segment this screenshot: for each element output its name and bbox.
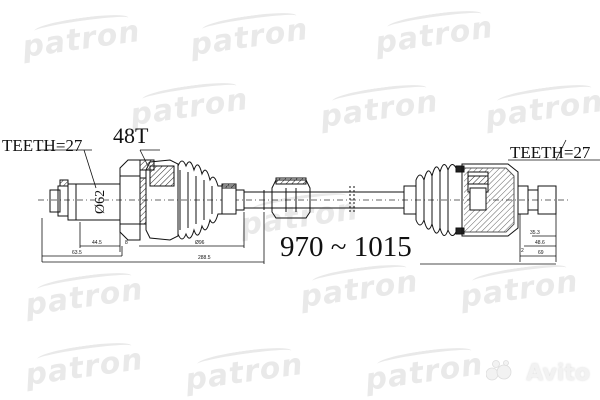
left-dimensions: [38, 149, 265, 264]
avito-logo-icon: [486, 360, 512, 381]
dim-right-tick: 2: [521, 248, 524, 254]
dim-left-total: 288.5: [198, 255, 211, 261]
right-dimensions: [420, 139, 600, 265]
right-teeth-label: TEETH=27: [510, 143, 591, 162]
left-cv-joint: [49, 159, 245, 241]
dim-left-boot: Ø96: [195, 240, 205, 246]
main-shaft: [244, 177, 404, 219]
dim-left-inner-tick: 8: [125, 240, 128, 246]
length-range-label: 970 ~ 1015: [280, 231, 412, 263]
right-tripod-joint: [403, 163, 557, 237]
avito-watermark: Avito: [526, 361, 590, 386]
left-teeth-label: TEETH=27: [2, 136, 83, 155]
dim-right-inner: 35.3: [530, 230, 540, 236]
dim-right-mid: 48.6: [535, 240, 545, 246]
left-diameter-label: Ø62: [93, 190, 108, 214]
dim-right-total: 69: [538, 250, 544, 256]
dim-left-outer-small: 44.5: [92, 240, 102, 246]
left-abs-ring-label: 48T: [113, 123, 149, 148]
dim-left-outer-total: 63.5: [72, 250, 82, 256]
